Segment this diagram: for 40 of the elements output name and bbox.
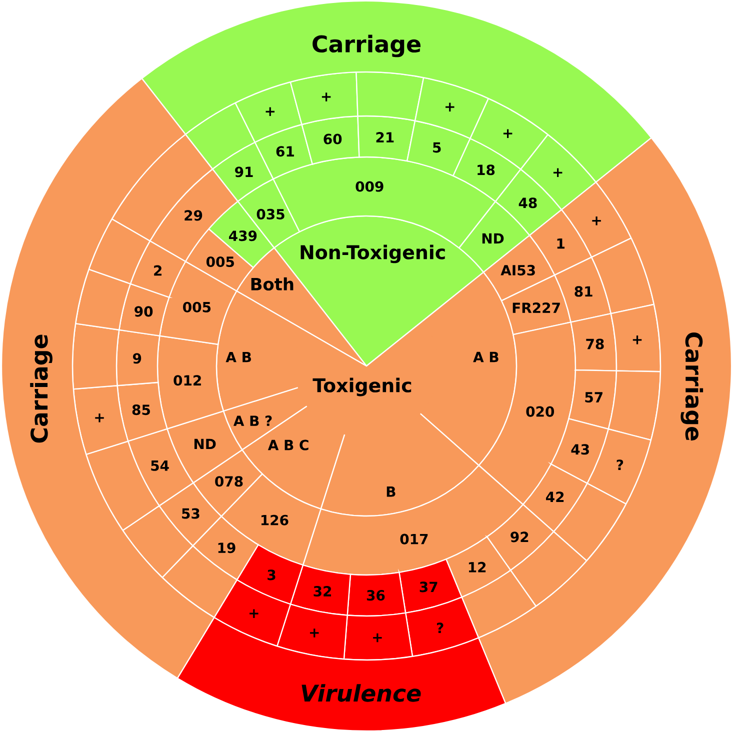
ring-segment: ?	[405, 596, 480, 657]
ring-segment: 61	[254, 124, 314, 180]
node-label: Virulence	[302, 684, 421, 702]
ring-segment: 36	[346, 572, 406, 617]
ring-segment: 42	[522, 464, 588, 532]
ring-segment: 91	[212, 142, 274, 202]
ring-segment	[591, 237, 655, 314]
ring-segment: +	[72, 385, 129, 455]
ring-segment	[88, 218, 151, 284]
node-label: A B C	[268, 440, 308, 450]
ring-segment	[608, 370, 662, 441]
ring-segment: 32	[290, 564, 352, 616]
ring-segment: +	[414, 77, 490, 140]
ring-segment: 78	[570, 313, 618, 372]
node-label: Toxigenic	[312, 378, 412, 396]
ring-segment: 2	[130, 240, 186, 298]
pie-sector: Toxigenic	[294, 320, 440, 439]
ring-segment: 18	[452, 138, 522, 202]
ring-segment: 37	[398, 558, 462, 614]
ring-segment: 54	[127, 428, 194, 506]
ring-segment: 85	[116, 382, 168, 442]
ring-segment	[356, 71, 424, 122]
ring-segment: 3	[236, 544, 304, 605]
ring-segment: +	[610, 304, 662, 372]
node-label: B	[386, 486, 396, 497]
pie-sector: B	[320, 413, 480, 517]
node-label: Carriage	[680, 332, 704, 440]
ring-segment: +	[234, 81, 302, 143]
ring-segment: 43	[550, 418, 610, 484]
ring-segment: 92	[486, 504, 554, 571]
ring-segment: +	[276, 604, 348, 660]
ring-segment: 5	[406, 120, 471, 176]
ring-segment	[510, 531, 588, 607]
ring-segment	[74, 268, 131, 330]
ring-segment: 21	[357, 115, 416, 162]
ring-segment: +	[290, 72, 358, 126]
ring-segment: 57	[568, 369, 618, 430]
ring-segment: 12	[446, 536, 512, 598]
ring-segment: 60	[301, 116, 360, 165]
ring-segment: +	[214, 579, 292, 647]
